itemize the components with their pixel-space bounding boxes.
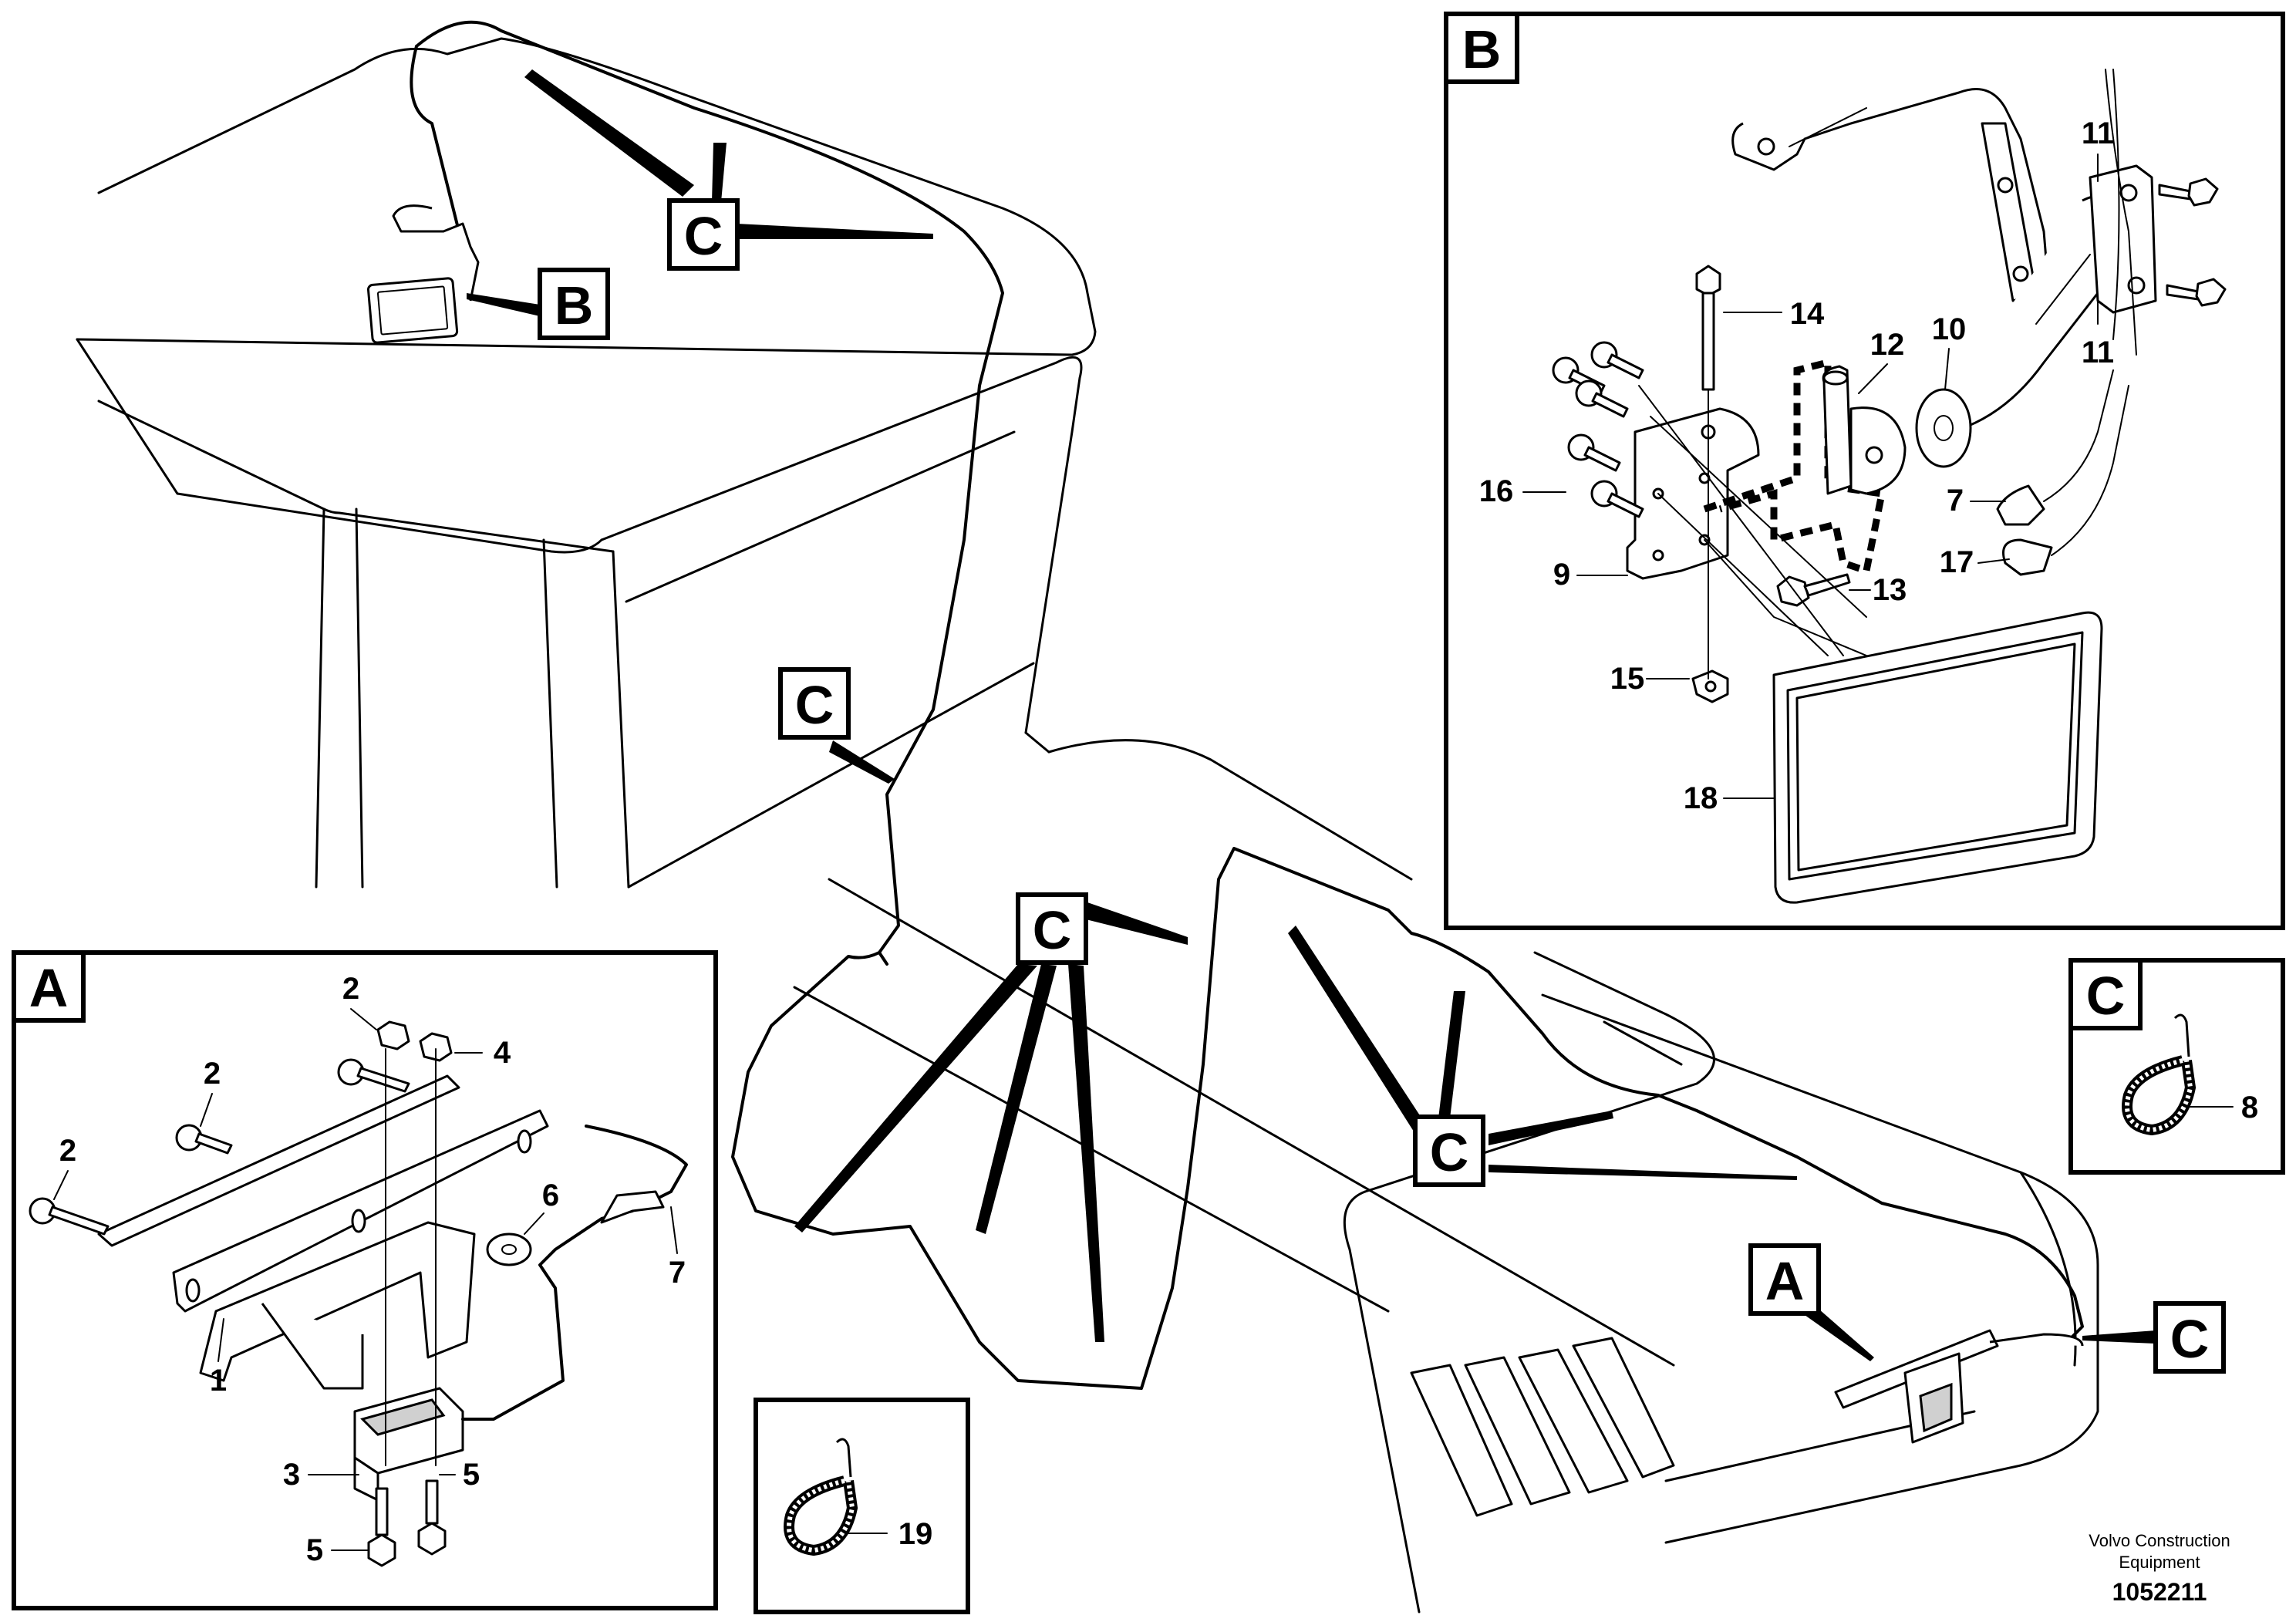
monitor-cable: [415, 20, 2084, 1390]
bolt-13: [1776, 573, 1851, 607]
inset-C-right: C 8: [2068, 958, 2285, 1175]
footer: Volvo Construction Equipment 1052211: [2089, 1531, 2230, 1606]
part-number: 10: [1932, 312, 1967, 346]
part-number: 8: [2241, 1091, 2258, 1125]
bolts-2: [29, 1020, 410, 1236]
callout-letter: C: [1033, 900, 1072, 960]
part-number: 19: [899, 1517, 933, 1551]
part-number: 5: [463, 1458, 480, 1492]
inset-A-title: A: [29, 958, 69, 1018]
part-number: 16: [1479, 474, 1514, 508]
callout-leaders: [467, 69, 2156, 1361]
hood-outline: [793, 739, 2099, 1614]
part-number: 15: [1610, 662, 1645, 696]
nut-15: [1691, 669, 1729, 703]
company-name-line2: Equipment: [2119, 1553, 2200, 1572]
company-name: Volvo Construction: [2089, 1531, 2230, 1550]
part-number: 12: [1870, 328, 1905, 362]
inset-B: B: [1444, 12, 2285, 930]
part-number: 17: [1940, 545, 1974, 579]
monitor-18: [1772, 611, 2103, 904]
callout-letter: A: [1765, 1251, 1805, 1311]
callout-C-middle-left: C: [778, 667, 851, 740]
part-number: 1: [210, 1364, 227, 1398]
part-number: 11: [2082, 116, 2114, 150]
bolt-11-bottom: [2166, 278, 2227, 307]
cab-monitor: [366, 204, 480, 344]
part-number: 2: [204, 1057, 221, 1091]
callout-C-hood-right: C: [2153, 1301, 2226, 1374]
part-number: 7: [1947, 484, 1964, 518]
callout-C-top: C: [667, 198, 740, 271]
callout-letter: C: [1430, 1122, 1469, 1182]
inset-B-title: B: [1462, 19, 1502, 79]
part-number: 6: [542, 1179, 559, 1212]
bolts-5: [367, 1479, 447, 1567]
part-number: 5: [306, 1533, 323, 1567]
part-number: 2: [342, 972, 359, 1006]
inset-tie-19: 19: [754, 1398, 970, 1614]
callout-letter: C: [795, 675, 834, 735]
part-number: 7: [669, 1256, 686, 1290]
inset-C-title: C: [2086, 966, 2126, 1026]
inset-A: A: [12, 950, 718, 1610]
bolt-11-top: [2158, 177, 2219, 207]
callout-C-center: C: [1016, 892, 1088, 965]
callout-B-cab: B: [538, 268, 610, 340]
callout-letter: C: [684, 206, 723, 266]
part-number: 9: [1553, 558, 1570, 592]
callout-A-hood: A: [1748, 1243, 1821, 1316]
screws-16: [1552, 341, 1644, 518]
cab-outline: [76, 37, 1097, 889]
part-number: 13: [1873, 573, 1907, 607]
part-number: 14: [1790, 297, 1825, 331]
part-number: 3: [283, 1458, 300, 1492]
part-number: 2: [59, 1134, 76, 1168]
grille-slots: [1410, 1337, 1675, 1517]
cable-tie-icon: [2122, 1013, 2197, 1136]
callout-letter: C: [2170, 1309, 2210, 1369]
hood-camera-bracket: [1834, 1329, 2084, 1444]
cable-tie-icon: [784, 1438, 858, 1556]
part-number: 4: [494, 1036, 511, 1070]
callout-C-right: C: [1413, 1114, 1485, 1187]
document-number: 1052211: [2112, 1578, 2207, 1606]
part-number: 11: [2082, 336, 2114, 369]
part-number: 18: [1684, 781, 1718, 815]
callout-letter: B: [555, 275, 594, 336]
camera-3: [353, 1387, 464, 1502]
bolt-14: [1695, 265, 1721, 391]
